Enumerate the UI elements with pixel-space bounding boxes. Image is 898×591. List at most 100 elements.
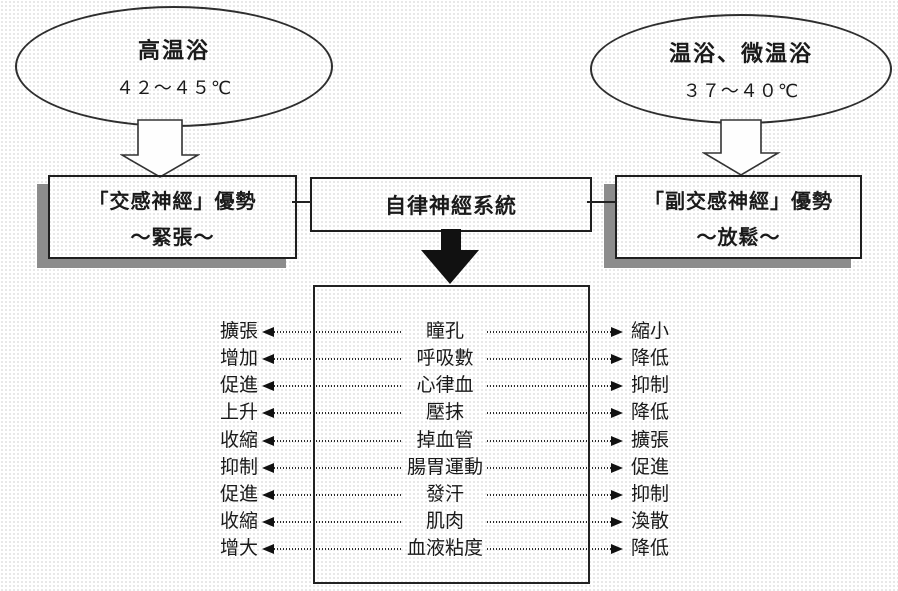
- warm-bath-ellipse: 温浴、微温浴 ３７～４０℃: [590, 14, 892, 124]
- warm-bath-temperature: ３７～４０℃: [682, 80, 800, 101]
- effect-center-label: 瞳孔: [425, 321, 464, 342]
- effect-right-label: 縮小: [631, 321, 670, 342]
- dotted-line: [487, 412, 611, 415]
- hot-bath-title: 高温浴: [137, 38, 210, 63]
- arrow-left-icon: [262, 517, 274, 528]
- dotted-line: [274, 412, 403, 415]
- arrow-left-icon: [262, 408, 274, 419]
- effect-row: 擴張 瞳孔 縮小: [0, 321, 898, 343]
- dotted-arrow-left: [262, 457, 403, 479]
- dotted-line: [487, 466, 611, 469]
- dotted-arrow-right: [487, 430, 623, 452]
- dotted-arrow-left: [262, 511, 403, 533]
- effect-row: 抑制 腸胃運動 促進: [0, 457, 898, 479]
- connector-line: [292, 201, 312, 203]
- sympathetic-box-line2: ～緊張～: [130, 226, 215, 249]
- dotted-arrow-right: [487, 348, 623, 370]
- dotted-arrow-left: [262, 402, 403, 424]
- arrow-right-icon: [611, 435, 623, 446]
- effect-center-label: 發汗: [425, 483, 464, 505]
- effect-row: 上升 壓抹 降低: [0, 402, 898, 424]
- effect-row: 增加 呼吸數 降低: [0, 348, 898, 370]
- dotted-arrow-left: [262, 348, 403, 370]
- arrow-left-icon: [262, 462, 274, 473]
- effect-left-label: 擴張: [219, 321, 258, 342]
- dotted-arrow-left: [262, 538, 403, 560]
- effect-left-label: 增大: [219, 538, 258, 560]
- effect-center-label: 腸胃運動: [406, 456, 483, 478]
- dotted-line: [487, 385, 611, 388]
- arrow-right-icon: [611, 354, 623, 365]
- dotted-arrow-left: [262, 321, 403, 343]
- dotted-line: [487, 548, 611, 551]
- effect-row: 收縮 肌肉 渙散: [0, 511, 898, 533]
- dotted-arrow-left: [262, 430, 403, 452]
- parasympathetic-box-line2: ～放鬆～: [696, 226, 781, 249]
- arrow-left-icon: [262, 354, 274, 365]
- effect-center-label: 壓抹: [425, 402, 464, 424]
- down-arrow-outline-icon: [120, 119, 200, 178]
- effect-right-label: 降低: [631, 402, 670, 424]
- hot-bath-temperature: ４２～４５℃: [115, 78, 233, 98]
- dotted-line: [274, 331, 403, 333]
- dotted-line: [487, 358, 611, 361]
- effect-center-label: 呼吸數: [416, 348, 474, 370]
- dotted-arrow-right: [487, 511, 623, 533]
- dotted-arrow-right: [487, 457, 623, 479]
- arrow-left-icon: [262, 327, 274, 337]
- hot-bath-ellipse: 高温浴 ４２～４５℃: [15, 6, 333, 127]
- effect-right-label: 擴張: [631, 429, 670, 451]
- arrow-left-icon: [262, 544, 274, 555]
- dotted-line: [487, 521, 611, 524]
- dotted-line: [274, 548, 403, 551]
- down-arrow-outline-icon: [702, 119, 781, 176]
- connector-line: [587, 201, 617, 203]
- autonomic-system-box: 自律神經系統: [310, 177, 592, 232]
- arrow-right-icon: [611, 408, 623, 419]
- dotted-arrow-left: [262, 484, 403, 506]
- dotted-line: [274, 385, 403, 388]
- dotted-line: [274, 466, 403, 469]
- effect-left-label: 抑制: [219, 456, 258, 478]
- dotted-arrow-right: [487, 402, 623, 424]
- effect-right-label: 降低: [631, 538, 670, 560]
- effect-left-label: 促進: [219, 483, 258, 505]
- effect-row: 促進 發汗 抑制: [0, 484, 898, 506]
- dotted-line: [487, 439, 611, 442]
- sympathetic-box-line1: 「交感神經」優勢: [88, 190, 257, 213]
- arrow-right-icon: [611, 327, 623, 337]
- effect-left-label: 收縮: [219, 429, 258, 451]
- autonomic-system-label: 自律神經系統: [385, 194, 517, 218]
- dotted-arrow-left: [262, 375, 403, 397]
- arrow-right-icon: [611, 381, 623, 392]
- parasympathetic-box: 「副交感神經」優勢 ～放鬆～: [615, 175, 862, 259]
- effects-box: [313, 285, 590, 584]
- sympathetic-box: 「交感神經」優勢 ～緊張～: [48, 175, 297, 259]
- arrow-left-icon: [262, 489, 274, 500]
- effect-center-label: 肌肉: [425, 511, 464, 533]
- effect-left-label: 增加: [219, 348, 258, 370]
- effect-row: 促進 心律血 抑制: [0, 375, 898, 397]
- effect-right-label: 降低: [631, 348, 670, 370]
- parasympathetic-box-line1: 「副交感神經」優勢: [644, 190, 833, 213]
- dotted-line: [487, 331, 611, 333]
- effect-center-label: 掉血管: [416, 429, 474, 451]
- effect-right-label: 抑制: [631, 483, 670, 505]
- arrow-left-icon: [262, 435, 274, 446]
- warm-bath-title: 温浴、微温浴: [668, 40, 813, 66]
- dotted-line: [274, 521, 403, 524]
- dotted-line: [487, 493, 611, 496]
- dotted-arrow-right: [487, 538, 623, 560]
- effect-row: 收縮 掉血管 擴張: [0, 430, 898, 452]
- arrow-right-icon: [611, 517, 623, 528]
- arrow-right-icon: [611, 489, 623, 500]
- effect-row: 增大 血液粘度 降低: [0, 538, 898, 560]
- arrow-right-icon: [611, 462, 623, 473]
- effect-left-label: 收縮: [219, 511, 258, 533]
- effect-center-label: 心律血: [416, 375, 474, 397]
- dotted-line: [274, 493, 403, 496]
- effect-right-label: 渙散: [631, 511, 670, 533]
- dotted-arrow-right: [487, 321, 623, 343]
- down-arrow-solid-icon: [421, 229, 479, 284]
